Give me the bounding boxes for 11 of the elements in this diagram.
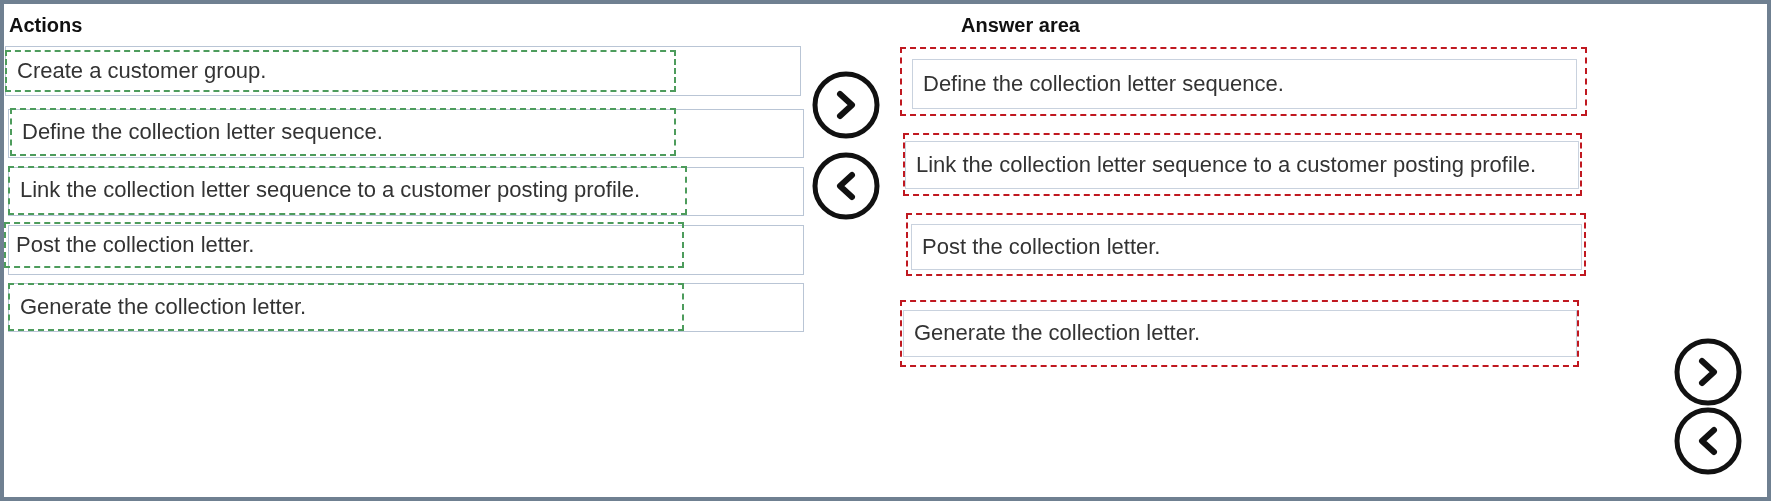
answer-item: Post the collection letter. <box>911 224 1582 270</box>
draggable-item: Create a customer group. <box>5 50 676 92</box>
answer-item: Generate the collection letter. <box>903 310 1577 357</box>
section-heading: Actions <box>9 14 83 37</box>
draggable-item: Link the collection letter sequence to a customer posting profile. <box>8 166 687 215</box>
draggable-item: Post the collection letter. <box>4 222 684 268</box>
answer-item: Define the collection letter sequence. <box>912 59 1577 109</box>
answer-item: Link the collection letter sequence to a customer posting profile. <box>905 141 1579 189</box>
draggable-item: Generate the collection letter. <box>8 283 684 331</box>
section-heading: Answer area <box>961 14 1080 37</box>
draggable-item: Define the collection letter sequence. <box>10 108 676 156</box>
